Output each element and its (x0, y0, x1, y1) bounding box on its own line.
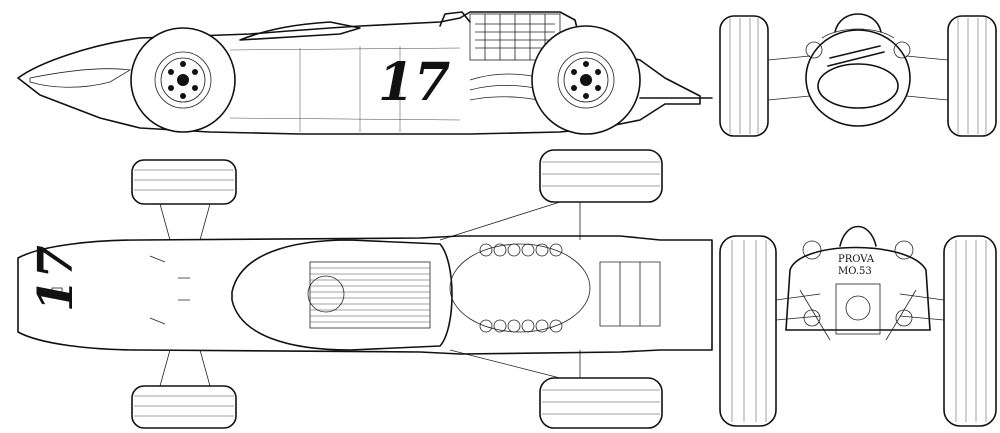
front-right-tire (947, 15, 997, 137)
top-front-right-tire (131, 385, 237, 429)
side-front-wheel (130, 27, 236, 133)
top-intake-trumpets-upper (479, 243, 563, 257)
side-view: 17 (17, 11, 713, 135)
top-front-left-tire (131, 159, 237, 205)
top-nose-badge-box (51, 287, 63, 299)
top-engine-grille (309, 261, 431, 329)
rear-view: PROVA MO.53 (719, 225, 997, 427)
top-engine-cover (449, 243, 591, 333)
side-rear-wheel (531, 25, 641, 135)
rear-mirror (802, 240, 822, 260)
rear-suspension (775, 289, 945, 341)
side-rollbar (439, 11, 471, 27)
rear-plate-line2: MO.53 (838, 266, 872, 277)
top-view: E 17 (17, 149, 713, 429)
rear-left-tire (719, 235, 777, 427)
top-nose-vents (149, 255, 190, 325)
side-panel-line (229, 117, 461, 121)
top-front-suspension (159, 203, 211, 387)
top-steering-wheel (307, 275, 345, 313)
front-mirror (805, 41, 823, 59)
top-nose-badge: E (54, 291, 58, 298)
side-panel-line (229, 47, 461, 51)
rear-plate-line1: PROVA (838, 254, 875, 265)
top-body-outline (17, 235, 713, 355)
top-race-number: 17 (28, 245, 84, 312)
rear-body (785, 246, 931, 331)
top-gearbox (599, 261, 661, 327)
rear-mirror (894, 240, 914, 260)
front-suspension (767, 55, 949, 101)
rear-right-tire (943, 235, 997, 427)
front-left-tire (719, 15, 769, 137)
top-rear-left-tire (539, 149, 663, 203)
top-rear-right-tire (539, 377, 663, 429)
side-race-number: 17 (378, 52, 450, 113)
front-stripe (827, 45, 885, 67)
top-cockpit (231, 239, 453, 351)
rear-gearbox (835, 283, 881, 335)
front-roll-hoop (834, 13, 882, 33)
rear-gearbox-hub (845, 295, 871, 321)
front-nose-intake (817, 63, 899, 109)
front-view (719, 13, 997, 137)
side-nose-intake (29, 68, 132, 88)
side-windscreen (239, 21, 361, 41)
front-mirror (893, 41, 911, 59)
rear-roll-hoop (839, 225, 877, 247)
top-rear-suspension (439, 201, 581, 379)
front-windscreen (821, 28, 895, 39)
top-intake-trumpets-lower (479, 319, 563, 333)
